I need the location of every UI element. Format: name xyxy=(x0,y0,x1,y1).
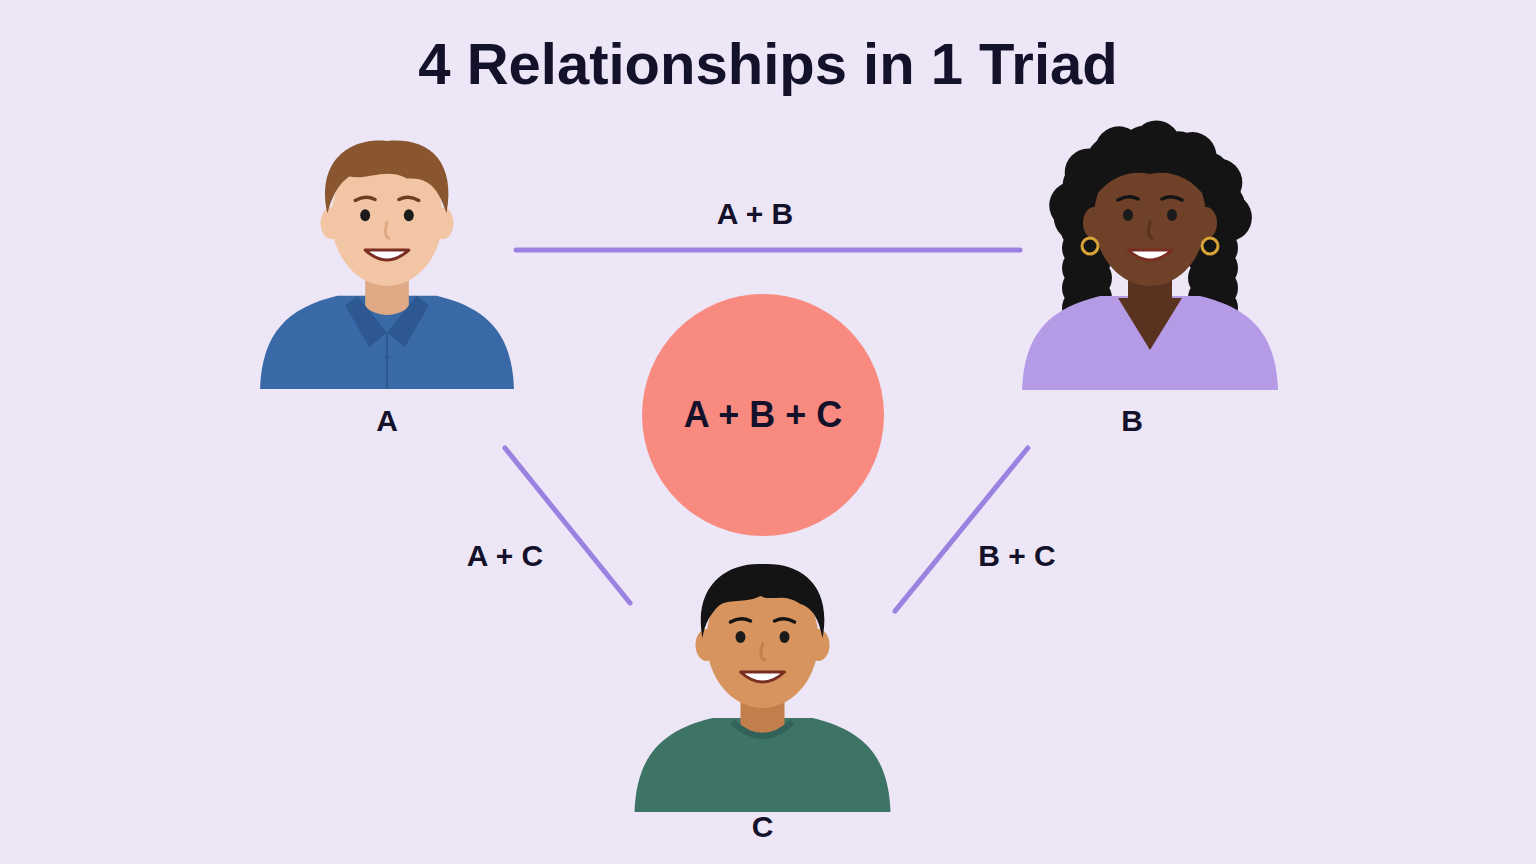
eye xyxy=(360,209,370,221)
edge-label: B + C xyxy=(974,539,1060,573)
hair xyxy=(1094,148,1206,198)
eye xyxy=(780,631,790,643)
diagram-title: 4 Relationships in 1 Triad xyxy=(0,30,1536,97)
nose xyxy=(385,222,389,238)
circle-text: A + B + C xyxy=(642,394,884,436)
eye xyxy=(1167,209,1177,221)
person-label: A xyxy=(258,404,516,438)
person-node: C xyxy=(630,540,895,852)
brow xyxy=(355,197,375,200)
brow xyxy=(399,197,419,200)
edge-label: A + C xyxy=(463,539,547,573)
neckline xyxy=(733,722,793,736)
placket xyxy=(386,332,388,389)
circle-fill xyxy=(642,294,884,536)
neckline xyxy=(1118,298,1182,350)
person-node: A xyxy=(258,118,516,448)
relationship-line xyxy=(516,248,1020,253)
brow xyxy=(775,619,795,622)
smile xyxy=(365,250,409,260)
smile xyxy=(741,672,785,682)
circle-label: A + B + C xyxy=(642,394,884,436)
edge-label: A + B xyxy=(713,197,797,231)
collar xyxy=(345,296,387,348)
brow xyxy=(731,619,751,622)
person-illustration xyxy=(258,118,516,393)
hair xyxy=(701,564,825,638)
button xyxy=(385,355,390,360)
group-circle: A + B + C xyxy=(642,294,884,536)
smile xyxy=(1128,250,1172,260)
brow xyxy=(1162,197,1182,200)
earring xyxy=(1082,238,1098,254)
person-illustration xyxy=(1020,118,1280,393)
earring xyxy=(1202,238,1218,254)
nose xyxy=(761,644,765,660)
brow xyxy=(1118,197,1138,200)
eye xyxy=(404,209,414,221)
relationship-line xyxy=(895,448,1028,611)
nose xyxy=(1148,222,1152,238)
person-illustration xyxy=(630,540,895,815)
eye xyxy=(1123,209,1133,221)
person-label: C xyxy=(630,810,895,844)
eye xyxy=(736,631,746,643)
person-label: B xyxy=(1002,404,1262,438)
person-node: B xyxy=(1020,118,1280,448)
relationship-line xyxy=(505,448,630,603)
collar xyxy=(387,296,429,348)
hair xyxy=(325,140,448,213)
shirt xyxy=(1022,296,1278,390)
